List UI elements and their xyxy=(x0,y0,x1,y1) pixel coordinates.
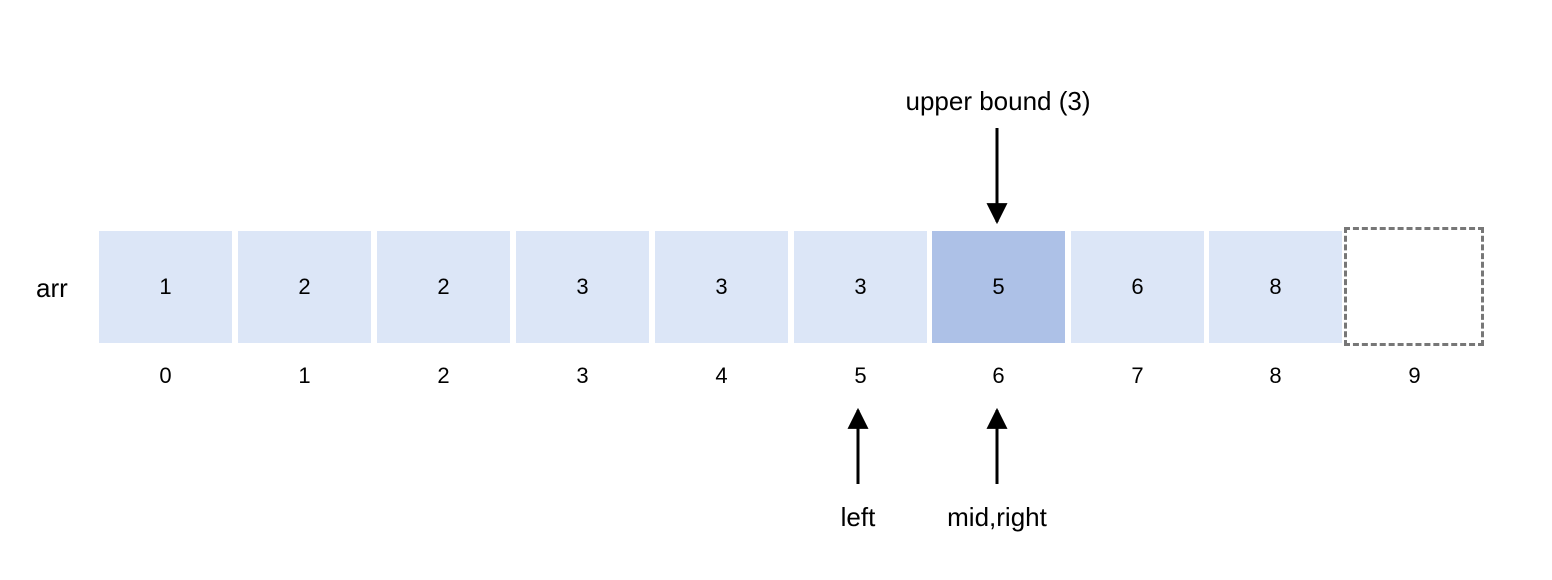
left-pointer-label: left xyxy=(840,502,876,532)
array-cell-empty xyxy=(1344,227,1484,346)
index-label: 4 xyxy=(715,363,728,388)
array-cell: 3 xyxy=(655,231,788,343)
array-cell: 2 xyxy=(238,231,371,343)
index-label: 0 xyxy=(159,363,172,388)
array-cell-highlighted: 5 xyxy=(932,231,1065,343)
array-cell: 3 xyxy=(516,231,649,343)
array-cell: 2 xyxy=(377,231,510,343)
array-cell: 6 xyxy=(1071,231,1204,343)
index-label: 9 xyxy=(1408,363,1421,388)
index-label: 2 xyxy=(437,363,450,388)
index-label: 8 xyxy=(1269,363,1282,388)
array-cell: 3 xyxy=(794,231,927,343)
index-label: 6 xyxy=(992,363,1005,388)
array-name-label: arr xyxy=(36,273,68,303)
index-label: 5 xyxy=(854,363,867,388)
mid-right-pointer-label: mid,right xyxy=(947,502,1047,532)
index-label: 1 xyxy=(298,363,311,388)
index-label: 7 xyxy=(1131,363,1144,388)
array-cell: 8 xyxy=(1209,231,1342,343)
array-cell: 1 xyxy=(99,231,232,343)
upper-bound-label: upper bound (3) xyxy=(905,86,1091,116)
index-label: 3 xyxy=(576,363,589,388)
